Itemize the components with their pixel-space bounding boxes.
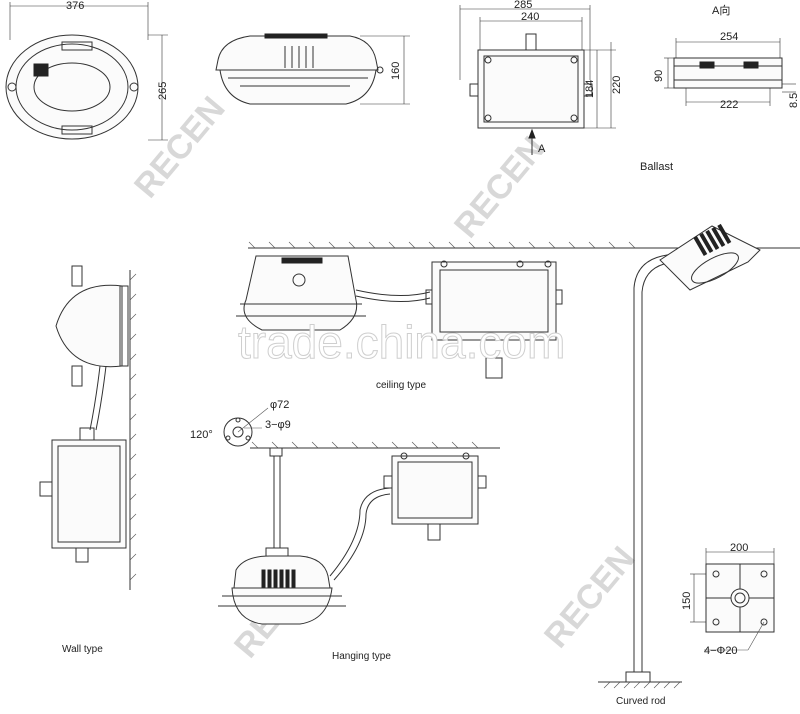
brand-watermark-3: RECEN <box>537 540 643 656</box>
brand-watermark-group: RECEN RECEN RECEN RECEN <box>127 90 643 666</box>
wall-type-view: Wall type <box>39 265 137 655</box>
dim-front-height: 265 <box>157 82 169 100</box>
brand-watermark-2: RECEN <box>447 130 553 246</box>
dim-front-width: 376 <box>66 0 84 12</box>
a-direction-view: A向 254 90 222 8.5 <box>653 3 800 111</box>
bracket-angle: 120° <box>190 429 213 441</box>
dim-base-width: 200 <box>730 542 748 554</box>
view-arrow-label: A <box>538 143 546 155</box>
main-watermark: trade.china.com <box>238 316 565 368</box>
dim-ballast-width-inner: 240 <box>521 11 539 23</box>
dim-base-height: 150 <box>681 592 693 610</box>
ballast-view: 285 240 184 220 A Ballast <box>459 0 673 173</box>
dim-a-view-bottom: 222 <box>720 99 738 111</box>
bracket-detail: φ72 3−φ9 120° <box>190 399 291 447</box>
wall-type-label: Wall type <box>62 644 103 655</box>
curved-rod-label: Curved rod <box>616 696 665 707</box>
dim-ballast-width-outer: 285 <box>514 0 532 11</box>
ballast-label: Ballast <box>640 161 673 173</box>
dim-a-view-offset: 8.5 <box>788 93 800 108</box>
ceiling-type-label: ceiling type <box>376 380 426 391</box>
dim-a-view-height: 90 <box>653 70 665 82</box>
dim-a-view-width: 254 <box>720 31 738 43</box>
ceiling-type-view: ceiling type <box>236 241 800 391</box>
dim-side-height: 160 <box>390 62 402 80</box>
dim-ballast-height-outer: 220 <box>611 76 623 94</box>
bracket-holes: 3−φ9 <box>265 419 291 431</box>
side-view: 160 <box>215 33 410 105</box>
bracket-diameter: φ72 <box>270 399 289 411</box>
front-view: 376 265 <box>5 0 169 141</box>
a-view-title: A向 <box>712 3 730 17</box>
hanging-type-view: Hanging type <box>218 441 500 662</box>
brand-watermark-1: RECEN <box>127 90 233 206</box>
base-holes-label: 4−Φ20 <box>704 645 738 657</box>
hanging-type-label: Hanging type <box>332 651 391 662</box>
curved-rod-view: Curved rod 200 150 4−Φ20 <box>598 223 775 707</box>
dim-ballast-height-inner: 184 <box>584 80 596 98</box>
